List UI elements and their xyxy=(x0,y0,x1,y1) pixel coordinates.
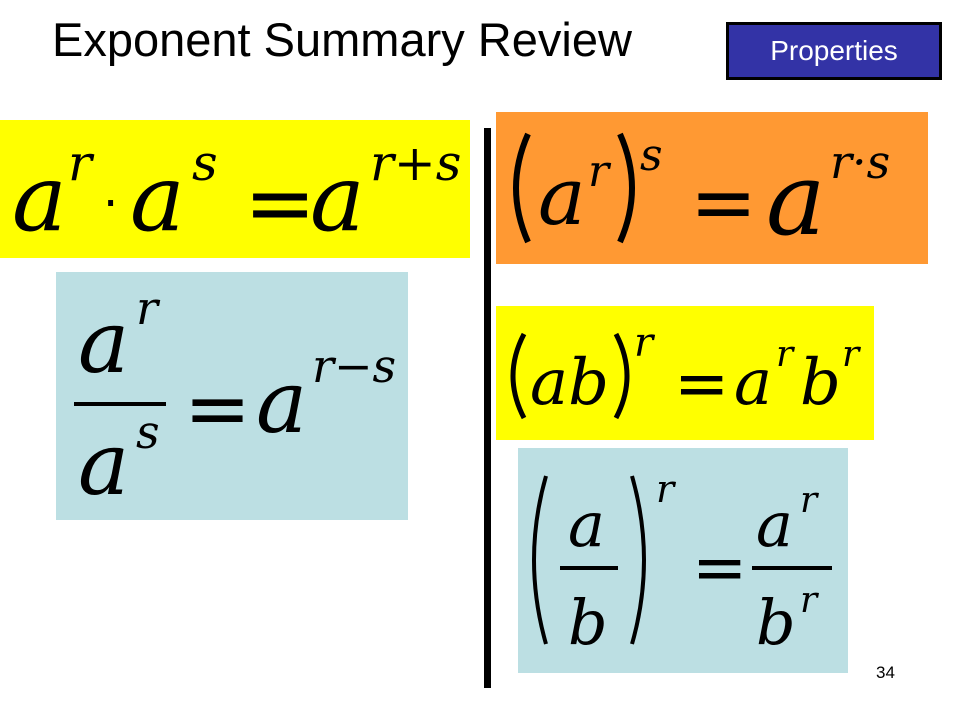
quotient-power-equals: = xyxy=(692,529,747,606)
quotient-power-bar-right xyxy=(752,566,832,570)
product-power-right-paren xyxy=(613,332,630,420)
product-base-1: a xyxy=(12,145,67,252)
product-exp-1: r xyxy=(68,134,95,192)
product-equals: = xyxy=(244,153,316,253)
product-power-box: ab r = a r b r xyxy=(496,306,874,440)
power-left-paren xyxy=(513,132,531,244)
quotient-power-res-den-exp: r xyxy=(800,580,819,621)
power-rule-formula: a r s = a r·s xyxy=(513,130,890,258)
quotient-num-exp: r xyxy=(136,281,161,335)
product-power-equals: = xyxy=(674,345,729,422)
quotient-power-right-paren xyxy=(630,475,646,645)
product-dot: · xyxy=(103,176,118,232)
power-equals: = xyxy=(690,156,757,249)
product-base-2: a xyxy=(130,145,185,252)
power-inner-exp: r xyxy=(588,146,612,197)
product-power-outer-exp: r xyxy=(634,320,656,366)
power-right-paren xyxy=(617,132,635,244)
page-number: 34 xyxy=(876,663,895,682)
power-base: a xyxy=(538,150,586,243)
product-exp-2: s xyxy=(192,134,218,192)
product-result-exp: r+s xyxy=(370,134,461,192)
power-result-exp: r·s xyxy=(830,135,890,189)
quotient-power-den: b xyxy=(568,586,608,659)
quotient-power-res-den: b xyxy=(756,586,796,659)
product-power-a-exp: r xyxy=(776,334,795,375)
quotient-result-exp: r−s xyxy=(312,339,396,393)
quotient-equals: = xyxy=(184,362,251,455)
quotient-result-base: a xyxy=(256,353,307,453)
product-power-b-exp: r xyxy=(842,334,861,375)
quotient-power-res-num-exp: r xyxy=(800,480,819,521)
product-power-b: b xyxy=(800,346,841,420)
product-power-left-paren xyxy=(510,332,527,420)
power-result-base: a xyxy=(766,141,826,258)
quotient-fraction-bar xyxy=(74,402,166,406)
power-outer-exp: s xyxy=(640,130,663,181)
quotient-den-base: a xyxy=(78,415,129,515)
quotient-power-num: a xyxy=(568,488,605,561)
quotient-rule-formula: a r a s = a r−s xyxy=(74,281,396,515)
quotient-power-res-num: a xyxy=(756,488,793,561)
vertical-divider xyxy=(484,128,491,688)
page-title: Exponent Summary Review xyxy=(52,13,632,66)
quotient-den-exp: s xyxy=(136,405,160,459)
quotient-power-bar-left xyxy=(560,566,618,570)
product-power-formula: ab r = a r b r xyxy=(510,320,861,422)
product-rule-formula: a r · a s = a r+s xyxy=(12,134,461,253)
quotient-rule-box: a r a s = a r−s xyxy=(56,272,408,520)
quotient-power-outer-exp: r xyxy=(656,467,677,511)
product-power-a: a xyxy=(734,346,772,420)
product-power-inner: ab xyxy=(530,346,609,420)
power-rule-box: a r s = a r·s xyxy=(496,112,928,264)
product-rule-box: a r · a s = a r+s xyxy=(0,120,470,258)
quotient-num-base: a xyxy=(78,293,129,393)
quotient-power-left-paren xyxy=(532,475,548,645)
quotient-power-formula: a b r = a r b r xyxy=(532,467,832,659)
properties-button[interactable]: Properties xyxy=(726,22,942,80)
quotient-power-box: a b r = a r b r xyxy=(518,448,848,673)
product-result-base: a xyxy=(310,145,365,252)
